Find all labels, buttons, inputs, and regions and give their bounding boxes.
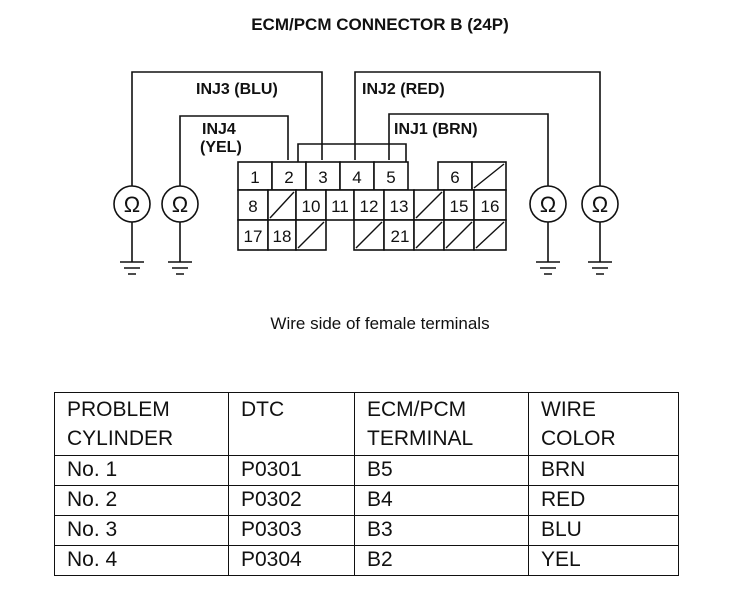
terminal-number: 11 [331, 197, 349, 216]
wire-inj3 [131, 71, 323, 186]
terminal-cell [305, 161, 341, 191]
wire-inj4 [179, 115, 289, 186]
header-problem-cylinder: PROBLEM CYLINDER [54, 392, 229, 456]
table-row: No. 1 P0301 B5 BRN [54, 455, 679, 486]
terminal-number: 8 [248, 197, 257, 216]
empty-cavity-slash [445, 221, 473, 249]
wiring [131, 71, 601, 186]
header-line: PROBLEM [67, 398, 170, 421]
table-cell: P0303 [228, 515, 355, 546]
header-line: TERMINAL [367, 427, 474, 450]
label-inj4-line1: INJ4 [202, 121, 236, 138]
table-cell: BRN [528, 455, 679, 486]
header-line: DTC [241, 398, 285, 421]
empty-cavity-slash [415, 221, 443, 249]
terminal-number: 13 [390, 197, 409, 216]
label-inj1: INJ1 (BRN) [394, 121, 478, 138]
ground-icon [536, 222, 560, 275]
ohm-symbol: Ω [124, 192, 140, 217]
connector-diagram: ECM/PCM CONNECTOR B (24P) INJ3 (BLU) INJ… [113, 15, 619, 333]
terminal-cell [383, 219, 415, 251]
table-cell: No. 4 [54, 545, 229, 576]
ohmmeter-inj3: Ω [113, 185, 151, 275]
header-line: WIRE [541, 398, 596, 421]
table-cell: YEL [528, 545, 679, 576]
diagram-caption: Wire side of female terminals [270, 314, 489, 333]
table-cell: P0302 [228, 485, 355, 516]
table-row: No. 3 P0303 B3 BLU [54, 515, 679, 546]
ohm-symbol: Ω [540, 192, 556, 217]
terminal-number: 2 [284, 168, 293, 187]
empty-cavity-slash [475, 221, 505, 249]
terminal-number: 16 [481, 197, 500, 216]
terminal-number: 5 [386, 168, 395, 187]
terminal-number: 18 [273, 227, 292, 246]
dtc-table: PROBLEM CYLINDER DTC ECM/PCM TERMINAL WI… [54, 392, 679, 576]
terminal-cell [373, 161, 409, 191]
label-inj4-line2: (YEL) [200, 139, 242, 156]
wire-inj2 [354, 71, 601, 186]
ground-icon [588, 222, 612, 275]
terminal-number: 12 [360, 197, 379, 216]
terminal-cell [267, 219, 297, 251]
header-line: COLOR [541, 427, 616, 450]
terminal-number: 15 [450, 197, 469, 216]
label-inj3: INJ3 (BLU) [196, 81, 278, 98]
table-header-row: PROBLEM CYLINDER DTC ECM/PCM TERMINAL WI… [54, 392, 679, 456]
ohm-symbol: Ω [172, 192, 188, 217]
table-cell: No. 2 [54, 485, 229, 516]
table-row: No. 2 P0302 B4 RED [54, 485, 679, 516]
header-line: ECM/PCM [367, 398, 467, 421]
table-cell: B4 [354, 485, 529, 516]
table-cell: B3 [354, 515, 529, 546]
table-cell: No. 1 [54, 455, 229, 486]
empty-cavity-slash [355, 221, 383, 249]
header-dtc: DTC [228, 392, 355, 456]
ohm-symbol: Ω [592, 192, 608, 217]
terminal-numbers: 1 2 3 4 5 6 8 10 11 12 13 15 16 17 18 21 [244, 168, 500, 246]
table-cell: No. 3 [54, 515, 229, 546]
table-cell: P0304 [228, 545, 355, 576]
header-line: CYLINDER [67, 427, 174, 450]
table-cell: BLU [528, 515, 679, 546]
empty-cavity-slash [297, 221, 325, 249]
empty-cavity-slash [415, 191, 443, 219]
table-cell: RED [528, 485, 679, 516]
table-row: No. 4 P0304 B2 YEL [54, 545, 679, 576]
diagram-title: ECM/PCM CONNECTOR B (24P) [251, 15, 509, 34]
table-cell: P0301 [228, 455, 355, 486]
wire-inj1 [388, 113, 549, 186]
empty-cavity-slash [473, 163, 505, 189]
terminal-number: 17 [244, 227, 263, 246]
header-terminal: ECM/PCM TERMINAL [354, 392, 529, 456]
table-cell: B5 [354, 455, 529, 486]
header-wire-color: WIRE COLOR [528, 392, 679, 456]
ground-icon [120, 222, 144, 275]
terminal-number: 4 [352, 168, 361, 187]
terminal-number: 1 [250, 168, 259, 187]
empty-cavity-slash [269, 191, 295, 219]
connector-body [237, 161, 507, 251]
terminal-cell [473, 189, 507, 221]
terminal-number: 21 [391, 227, 410, 246]
table-cell: B2 [354, 545, 529, 576]
label-inj2: INJ2 (RED) [362, 81, 445, 98]
ohmmeter-inj4: Ω [161, 185, 199, 275]
ground-icon [168, 222, 192, 275]
terminal-number: 10 [302, 197, 321, 216]
ohmmeter-inj1: Ω [529, 185, 567, 275]
ohmmeter-inj2: Ω [581, 185, 619, 275]
connector-hood [297, 143, 407, 162]
terminal-number: 6 [450, 168, 459, 187]
terminal-number: 3 [318, 168, 327, 187]
